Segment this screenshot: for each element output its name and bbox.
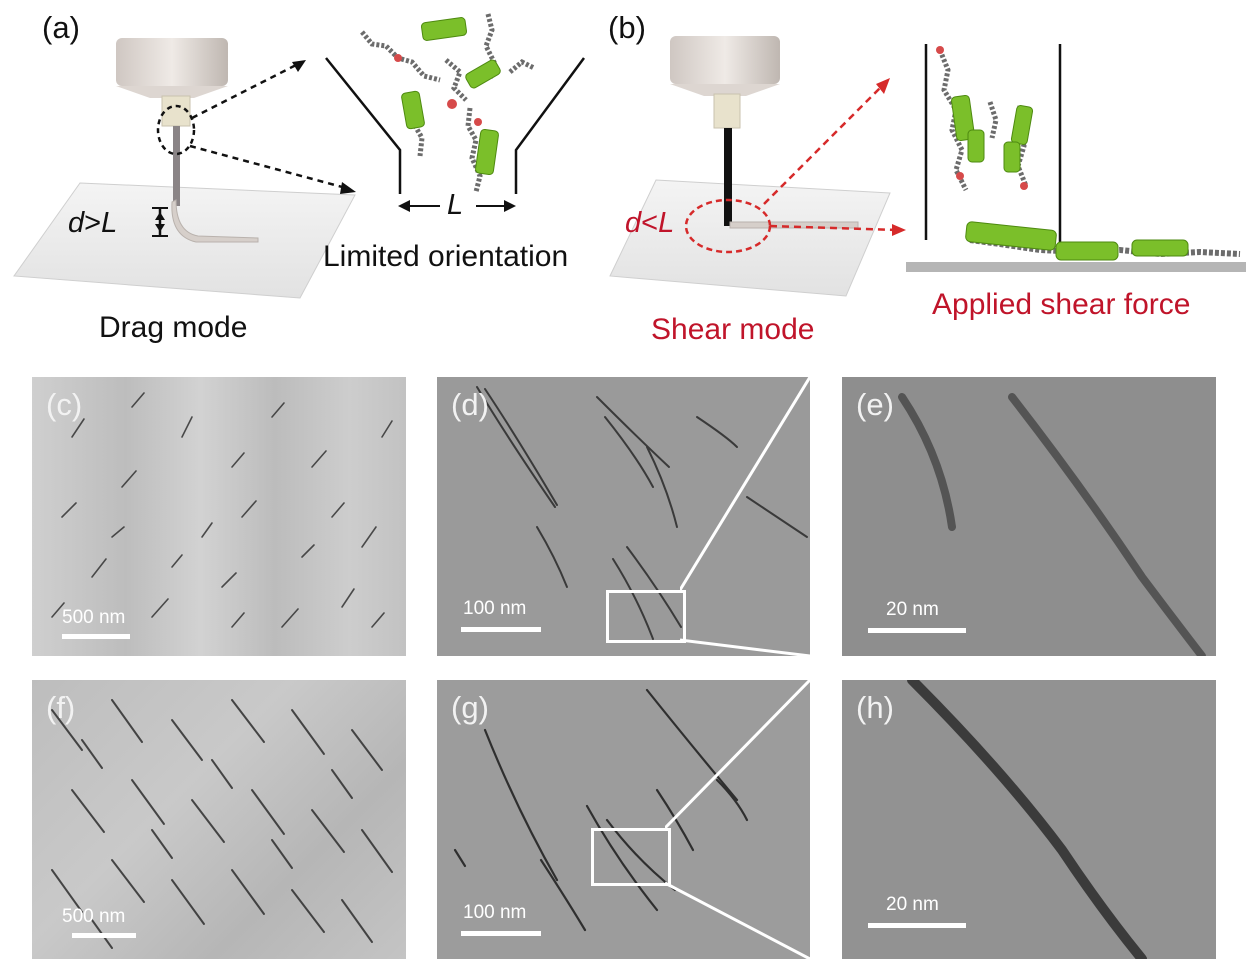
- micrograph-h-scale-text: 20 nm: [886, 894, 939, 915]
- micrograph-f: (f) 500 nm: [32, 680, 406, 959]
- micrograph-g-scale-text: 100 nm: [463, 902, 527, 923]
- micrograph-c-scale-bar: [62, 634, 130, 639]
- extruded-filament: [171, 199, 259, 243]
- micrograph-h-texture: [907, 680, 1147, 959]
- nozzle-wall-left: [325, 57, 402, 194]
- shear-mode-caption: Shear mode: [651, 313, 815, 346]
- drag-equation: d>L: [68, 207, 117, 240]
- micrograph-f-label: (f): [46, 690, 76, 725]
- micrograph-f-scale-text: 500 nm: [62, 906, 126, 927]
- panel-label-a: (a): [42, 10, 80, 45]
- micrograph-g: (g) 100 nm: [437, 680, 810, 959]
- micrograph-d-label: (d): [451, 387, 489, 422]
- micrograph-g-inset-box: [591, 828, 671, 886]
- zoom-lines-d-e: [680, 377, 812, 656]
- length-label: L: [447, 189, 464, 221]
- micrograph-h: (h) 20 nm: [842, 680, 1216, 959]
- drag-mode-schematic: [13, 13, 586, 299]
- micrograph-f-texture: [51, 699, 393, 949]
- drag-mode-caption: Drag mode: [99, 311, 248, 344]
- micrograph-g-scale-bar: [461, 931, 541, 936]
- micrograph-d: (d) 100 nm: [437, 377, 810, 656]
- panel-label-b: (b): [608, 10, 646, 45]
- substrate-plate: [13, 182, 356, 299]
- shear-equation: d<L: [625, 207, 674, 240]
- nozzle-wall-right: [514, 57, 586, 194]
- micrograph-f-scale-bar: [72, 933, 136, 938]
- drag-equation-op: >: [84, 207, 102, 239]
- micrograph-d-inset-box: [606, 590, 686, 643]
- micrograph-g-label: (g): [451, 690, 489, 725]
- drag-equation-L: L: [101, 207, 118, 239]
- micrograph-e: (e) 20 nm: [842, 377, 1216, 656]
- substrate-bar: [906, 262, 1246, 272]
- shear-equation-d: d: [625, 207, 642, 239]
- syringe-hub: [713, 93, 741, 129]
- drag-equation-d: d: [68, 207, 85, 239]
- syringe-cone: [116, 86, 228, 98]
- random-molecules: [360, 13, 536, 193]
- needle: [724, 128, 732, 226]
- shear-equation-L: L: [658, 207, 675, 239]
- zoom-circle: [156, 104, 196, 156]
- aligned-molecules: [936, 46, 1241, 261]
- zoom-lines-g-h: [665, 680, 812, 959]
- micrograph-d-texture: [476, 386, 808, 640]
- micrograph-d-scale-text: 100 nm: [463, 598, 527, 619]
- applied-shear-force-caption: Applied shear force: [932, 288, 1191, 321]
- shear-equation-op: <: [641, 207, 659, 239]
- substrate-plate: [609, 179, 891, 297]
- micrograph-g-texture: [453, 688, 749, 932]
- micrograph-d-scale-bar: [461, 627, 541, 632]
- shear-mode-schematic: [609, 36, 1246, 297]
- micrograph-c-scale-text: 500 nm: [62, 607, 126, 628]
- micrograph-e-label: (e): [856, 387, 894, 422]
- micrograph-h-label: (h): [856, 690, 894, 725]
- micrograph-h-scale-bar: [868, 923, 966, 928]
- micrograph-c: (c) 500 nm: [32, 377, 406, 656]
- syringe-barrel: [670, 36, 780, 84]
- micrograph-c-label: (c): [46, 387, 83, 422]
- syringe-cone: [670, 84, 780, 96]
- syringe-barrel: [116, 38, 228, 86]
- micrograph-e-scale-text: 20 nm: [886, 599, 939, 620]
- micrograph-e-texture: [898, 393, 1206, 656]
- limited-orientation-caption: Limited orientation: [323, 240, 569, 273]
- needle: [173, 126, 180, 206]
- micrograph-c-texture: [51, 392, 393, 628]
- micrograph-e-scale-bar: [868, 628, 966, 633]
